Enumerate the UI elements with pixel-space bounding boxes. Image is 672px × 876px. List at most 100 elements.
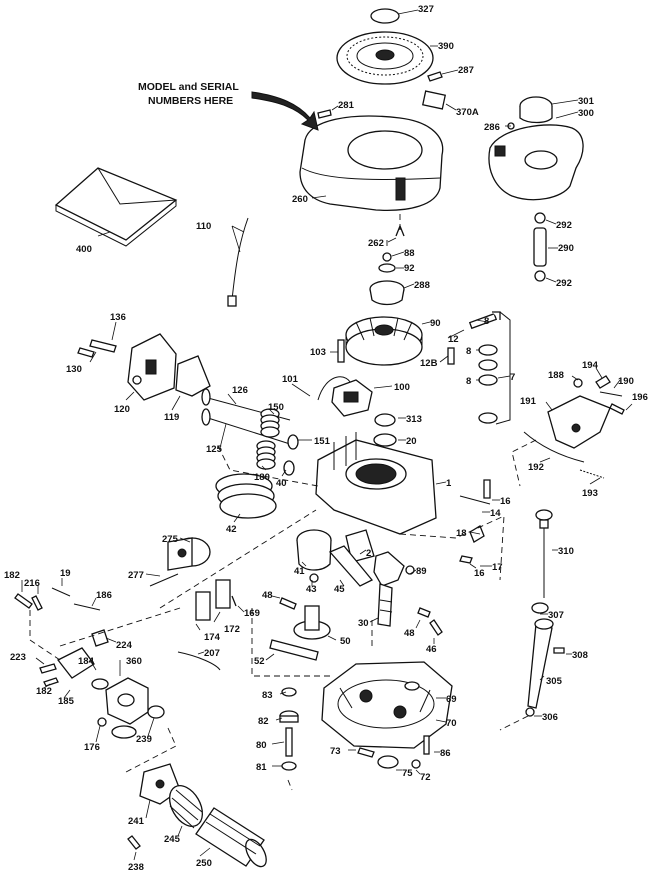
callout-8-middle: 8 <box>466 346 471 357</box>
part-307-o-ring <box>531 602 549 614</box>
callout-300: 300 <box>578 108 594 119</box>
part-40-retainer <box>283 460 295 476</box>
callout-16-upper: 16 <box>500 496 511 507</box>
part-174-gasket <box>195 591 211 621</box>
part-327-cap <box>370 8 400 24</box>
part-193-spring <box>579 469 605 479</box>
part-88-nut <box>382 252 392 262</box>
callout-16-lower: 16 <box>474 568 485 579</box>
callout-72: 72 <box>420 772 431 783</box>
part-370a-label <box>421 90 447 110</box>
callout-224: 224 <box>116 640 133 651</box>
callout-46: 46 <box>426 644 437 655</box>
callout-241: 241 <box>128 816 145 827</box>
callout-360: 360 <box>126 656 142 667</box>
callout-193: 193 <box>582 488 598 499</box>
callout-216: 216 <box>24 578 40 589</box>
callout-188: 188 <box>548 370 564 381</box>
part-1-cylinder <box>315 432 437 535</box>
callout-370a: 370A <box>456 107 479 118</box>
callout-286: 286 <box>484 122 500 133</box>
part-313-bushing <box>374 413 396 427</box>
callout-69: 69 <box>446 694 457 705</box>
part-92-washer <box>378 263 396 273</box>
note-arrow-icon <box>251 91 319 131</box>
part-126-valve-head <box>201 388 211 406</box>
callout-151: 151 <box>314 436 331 447</box>
part-292-clamp-upper <box>534 212 546 224</box>
callout-305: 305 <box>546 676 563 687</box>
callout-191: 191 <box>520 396 537 407</box>
part-120-cylinder-head <box>127 333 177 401</box>
part-46-bolt <box>429 619 443 636</box>
callout-174: 174 <box>204 632 221 643</box>
part-48-bolt-a <box>279 597 297 610</box>
part-110-tube <box>231 217 249 301</box>
callout-130: 130 <box>66 364 82 375</box>
part-245-filter <box>168 785 204 829</box>
part-90-flywheel <box>345 316 423 366</box>
callout-50: 50 <box>340 636 351 647</box>
callout-327: 327 <box>418 4 434 15</box>
part-308-screw <box>553 647 565 654</box>
part-180-spring <box>256 440 276 470</box>
part-18-arm <box>469 525 485 543</box>
callout-277: 277 <box>128 570 144 581</box>
part-72-washer <box>411 759 421 769</box>
part-216-clip <box>31 595 43 611</box>
part-80-shaft <box>285 727 293 757</box>
callout-82: 82 <box>258 716 269 727</box>
part-277-bolt <box>149 573 179 587</box>
callout-400: 400 <box>76 244 92 255</box>
part-125-valve <box>207 417 291 445</box>
callout-119: 119 <box>164 412 179 423</box>
callout-125: 125 <box>206 444 223 455</box>
part-292-clamp-lower <box>534 270 546 282</box>
callout-12b: 12B <box>420 358 438 369</box>
callout-labels: 327 390 287 281 370A 301 300 286 260 400… <box>4 4 648 873</box>
callout-292-upper: 292 <box>556 220 572 231</box>
callout-184: 184 <box>78 656 95 667</box>
callout-136: 136 <box>110 312 126 323</box>
part-182-screw-a <box>14 593 33 609</box>
callout-180: 180 <box>254 472 270 483</box>
callout-190: 190 <box>618 376 634 387</box>
part-73-plug <box>357 747 375 758</box>
callout-83: 83 <box>262 690 273 701</box>
callout-89: 89 <box>416 566 427 577</box>
callout-73: 73 <box>330 746 341 757</box>
part-30-crankshaft <box>373 551 405 627</box>
part-306-seal <box>525 707 535 717</box>
callout-17: 17 <box>492 562 503 573</box>
part-43-pin <box>309 573 319 583</box>
part-17-clip <box>459 555 473 564</box>
callout-20: 20 <box>406 436 417 447</box>
part-287-screw <box>427 71 443 82</box>
callout-41: 41 <box>294 566 305 577</box>
callout-1: 1 <box>446 478 452 489</box>
callout-182-lower: 182 <box>36 686 52 697</box>
part-69-gasket <box>404 681 420 691</box>
part-301-fuel-cap <box>519 96 553 124</box>
part-103-screw <box>337 339 345 363</box>
part-48-bolt-b <box>417 607 431 618</box>
part-119-gasket <box>175 355 211 397</box>
part-16-link <box>483 479 491 499</box>
part-83-washer <box>281 687 297 697</box>
callout-192: 192 <box>528 462 544 473</box>
part-7-cup <box>478 374 498 386</box>
callout-48-right: 48 <box>404 628 415 639</box>
assembly-lines <box>29 214 537 791</box>
callout-40: 40 <box>276 478 287 489</box>
part-12b-pawl <box>447 347 455 365</box>
callout-90: 90 <box>430 318 441 329</box>
callout-2: 2 <box>366 548 371 559</box>
callout-223: 223 <box>10 652 26 663</box>
part-400-gasket-set <box>54 167 178 247</box>
part-8-spring-c <box>478 359 498 371</box>
callout-42: 42 <box>226 524 237 535</box>
callout-81: 81 <box>256 762 267 773</box>
callout-18: 18 <box>456 528 467 539</box>
callout-100: 100 <box>394 382 410 393</box>
part-275-muffler <box>167 537 211 571</box>
